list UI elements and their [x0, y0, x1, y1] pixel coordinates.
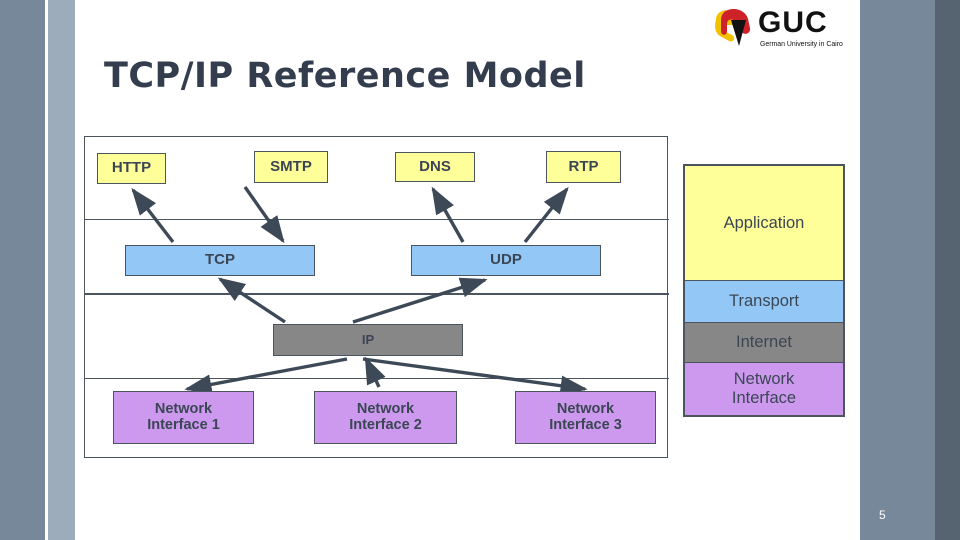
page-title: TCP/IP Reference Model — [104, 56, 586, 96]
arrow-ip-to-ni1 — [184, 357, 348, 395]
left-outer-accent-bar — [0, 0, 45, 540]
right-outer-accent-bar — [935, 0, 960, 540]
band-divider-transport-internet — [85, 293, 669, 295]
guc-tagline: German University in Cairo — [760, 39, 843, 48]
protocol-box-rtp[interactable]: RTP — [546, 151, 621, 183]
arrow-ip-to-tcp — [217, 277, 286, 324]
protocol-box-udp[interactable]: UDP — [411, 245, 601, 276]
protocol-box-http[interactable]: HTTP — [97, 153, 166, 184]
protocol-box-ip[interactable]: IP — [273, 324, 463, 356]
page-number: 5 — [879, 508, 886, 522]
layer-label-transport: Transport — [685, 281, 843, 323]
guc-emblem-icon — [715, 9, 751, 46]
arrow-smtp-to-tcp — [243, 186, 285, 244]
protocol-box-smtp[interactable]: SMTP — [254, 151, 328, 183]
arrow-udp-to-dns — [431, 186, 465, 243]
protocol-box-dns[interactable]: DNS — [395, 152, 475, 182]
guc-wordmark: GUC — [758, 6, 828, 39]
arrow-ip-to-udp — [352, 277, 488, 324]
arrow-ip-to-ni3 — [362, 357, 588, 396]
guc-logo: GUC German University in Cairo — [712, 6, 862, 52]
layer-label-internet: Internet — [685, 323, 843, 363]
layer-label-application: Application — [685, 166, 843, 281]
protocol-box-tcp[interactable]: TCP — [125, 245, 315, 276]
arrow-udp-to-rtp — [523, 186, 569, 244]
left-inner-accent-bar — [48, 0, 75, 540]
arrow-ni2-to-ip — [364, 356, 386, 388]
arrow-tcp-to-http — [131, 187, 175, 244]
band-divider-application-transport — [85, 219, 669, 220]
right-inner-accent-bar — [860, 0, 935, 540]
band-divider-internet-network — [85, 378, 669, 379]
